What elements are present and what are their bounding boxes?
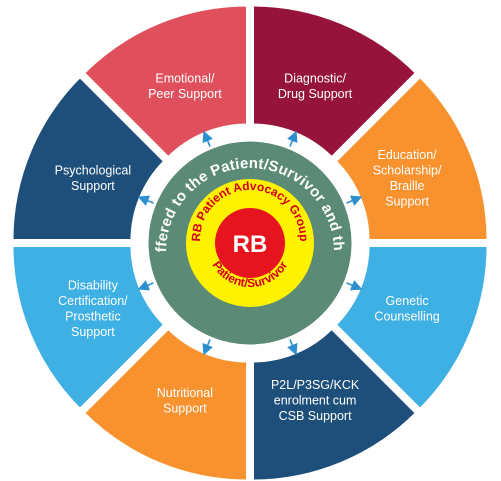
segment-label-line: P2L/P3SG/KCK [271, 378, 360, 392]
segment-label-line: Prosthetic [65, 309, 121, 323]
segment-label-line: Counselling [374, 309, 439, 323]
connector-arrow-education [345, 195, 363, 206]
segment-label-line: Support [71, 325, 115, 339]
segment-label-line: Diagnostic/ [284, 72, 346, 86]
segment-label-line: Education/ [378, 148, 438, 162]
connector-arrow-disability [137, 280, 155, 291]
segment-label-line: Emotional/ [155, 72, 215, 86]
segment-label-line: CSB Support [279, 409, 352, 423]
segment-label-line: Support [71, 179, 115, 193]
connector-arrow-genetic [345, 280, 363, 291]
segment-label-line: Peer Support [148, 87, 222, 101]
segment-label-line: Disability [68, 278, 119, 292]
segment-label-line: Support [385, 195, 429, 209]
segment-disability [10, 244, 167, 412]
segment-label-line: Nutritional [157, 386, 213, 400]
segment-label-line: Braille [390, 179, 425, 193]
connector-arrow-psychological [137, 195, 155, 206]
segment-label-line: Genetic [386, 294, 429, 308]
segment-label-line: Support [163, 401, 207, 415]
connector-arrow-p2l [287, 338, 298, 356]
segment-label-line: Drug Support [278, 87, 353, 101]
segment-label-emotional: Emotional/Peer Support [148, 72, 222, 102]
segment-label-line: Scholarship/ [373, 164, 442, 178]
segment-education [333, 74, 490, 242]
segment-label-diagnostic: Diagnostic/Drug Support [278, 72, 353, 102]
connector-arrow-emotional [202, 130, 213, 148]
rb-core-circle [215, 208, 285, 278]
segment-emotional [81, 3, 249, 160]
connector-arrow-nutritional [202, 338, 213, 356]
segment-label-line: enrolment cum [274, 394, 357, 408]
connector-arrows [137, 130, 363, 356]
segment-label-line: Psychological [55, 164, 131, 178]
segment-p2l [251, 326, 419, 481]
segment-label-line: Certification/ [58, 294, 128, 308]
outer-segments: Emotional/Peer Support Diagnostic/Drug Su… [10, 3, 490, 481]
connector-arrow-diagnostic [287, 130, 298, 148]
rb-core-label: RB [233, 231, 268, 258]
